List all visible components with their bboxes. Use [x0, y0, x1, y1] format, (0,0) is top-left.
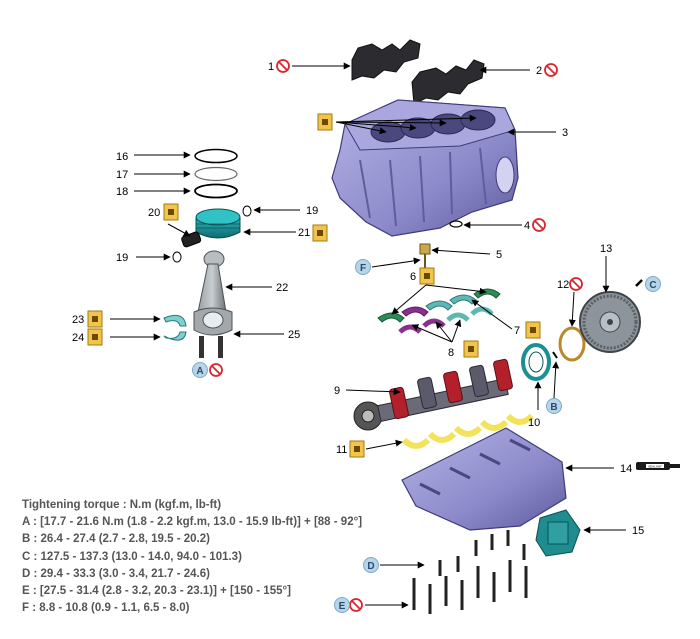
callout-21: 21: [298, 227, 310, 239]
callout-5: 5: [496, 249, 502, 261]
callout-8: 8: [448, 347, 454, 359]
callout-6: 6: [410, 271, 416, 283]
sealant-tube-part: SEALANT: [636, 462, 680, 470]
piston-part: [195, 208, 241, 239]
piston-ring-18: [194, 183, 238, 199]
ladder-frame-part: [401, 427, 567, 531]
callout-17: 17: [116, 169, 128, 181]
no-reuse-icon: [532, 218, 546, 232]
connecting-rod-part: [193, 250, 233, 358]
oil-jet-part: [419, 243, 431, 268]
torque-badge-label: B: [550, 402, 557, 413]
torque-badge-label: A: [196, 366, 203, 377]
oil-pump-part: [535, 509, 581, 557]
bed-plate-bolts-e: [412, 560, 528, 614]
oil-icons: [87, 113, 541, 458]
callout-4: 4: [524, 220, 530, 232]
callout-9: 9: [334, 385, 340, 397]
torque-badge-c: C: [645, 276, 661, 292]
torque-badge-b: B: [546, 398, 562, 414]
snap-ring-19-upper: [242, 205, 252, 217]
callout-1: 1: [268, 61, 274, 73]
o-ring-4: [449, 220, 463, 228]
torque-line-c: C : 127.5 - 137.3 (13.0 - 14.0, 94.0 - 1…: [22, 550, 242, 563]
no-reuse-icon: [209, 363, 223, 377]
no-reuse-icon: [276, 59, 290, 73]
oil-can-icon: [349, 440, 365, 458]
callout-23: 23: [72, 314, 84, 326]
torque-badge-a: A: [192, 362, 208, 378]
callout-16: 16: [116, 151, 128, 163]
oil-can-icon: [463, 340, 479, 358]
callout-11: 11: [336, 444, 347, 456]
callout-24: 24: [72, 332, 84, 344]
callout-22: 22: [276, 282, 288, 294]
callout-18: 18: [116, 186, 128, 198]
flywheel-bolt-c: [635, 279, 643, 287]
callout-13: 13: [600, 243, 612, 255]
callout-20: 20: [148, 207, 160, 219]
seal-bolt-b: [552, 351, 558, 359]
torque-line-f: F : 8.8 - 10.8 (0.9 - 1.1, 6.5 - 8.0): [22, 602, 190, 615]
crankshaft-part: [353, 358, 513, 431]
torque-line-b: B : 26.4 - 27.4 (2.7 - 2.8, 19.5 - 20.2): [22, 533, 210, 546]
flywheel-part: [579, 291, 641, 353]
oil-can-icon: [87, 310, 103, 328]
callout-10: 10: [528, 417, 540, 429]
torque-heading: Tightening torque : N.m (kgf.m, lb-ft): [22, 499, 222, 511]
torque-badge-d: D: [363, 557, 379, 573]
snap-ring-19-lower: [172, 251, 182, 263]
adapter-ring-part: [558, 326, 586, 362]
sealant-label: SEALANT: [648, 465, 662, 469]
torque-badge-e: E: [334, 597, 350, 613]
callout-12: 12: [557, 279, 569, 291]
oil-can-icon: [87, 328, 103, 346]
bed-plate-bolts-d: [438, 530, 526, 576]
callout-19-lower: 19: [116, 252, 128, 264]
torque-badge-label: D: [367, 561, 374, 572]
torque-badge-label: F: [360, 263, 366, 274]
no-reuse-icon: [544, 63, 558, 77]
rear-oil-seal-part: [521, 343, 551, 381]
oil-can-icon: [525, 321, 541, 339]
leader-lines: [110, 62, 626, 609]
torque-line-a: A : [17.7 - 21.6 N.m (1.8 - 2.2 kgf.m, 1…: [22, 516, 363, 529]
callout-19-upper: 19: [306, 205, 318, 217]
callout-7: 7: [514, 325, 520, 337]
gasket-1-part: [351, 39, 421, 81]
torque-line-e: E : [27.5 - 31.4 (2.8 - 3.2, 20.3 - 23.1…: [22, 585, 291, 598]
callout-numbers: 1 2 3 4 5 6 7 8 9 10 11 12 13 14 15 16 1…: [72, 61, 644, 537]
torque-badge-label: E: [339, 601, 346, 612]
torque-badges: A B C D E F: [192, 259, 661, 613]
oil-can-icon: [163, 203, 179, 221]
callout-2: 2: [536, 65, 542, 77]
torque-badge-label: C: [649, 280, 656, 291]
oil-can-icon: [419, 267, 435, 285]
piston-ring-16: [194, 148, 238, 164]
gasket-2-part: [411, 59, 485, 105]
callout-15: 15: [632, 525, 644, 537]
oil-can-icon: [317, 113, 333, 131]
oil-can-icon: [312, 224, 328, 242]
piston-ring-17: [194, 166, 238, 182]
rod-bearing-lower: [163, 331, 187, 341]
cylinder-block-part: [331, 99, 519, 237]
no-reuse-icon: [569, 277, 583, 291]
callout-25: 25: [288, 329, 300, 341]
main-bearings-lower: [401, 413, 535, 449]
rod-bearing-upper: [163, 314, 187, 327]
torque-badge-f: F: [355, 259, 371, 275]
torque-line-d: D : 29.4 - 33.3 (3.0 - 3.4, 21.7 - 24.6): [22, 567, 210, 580]
callout-14: 14: [620, 463, 632, 475]
piston-pin: [181, 231, 202, 248]
torque-specifications: Tightening torque : N.m (kgf.m, lb-ft) A…: [22, 497, 462, 617]
callout-3: 3: [562, 127, 568, 139]
